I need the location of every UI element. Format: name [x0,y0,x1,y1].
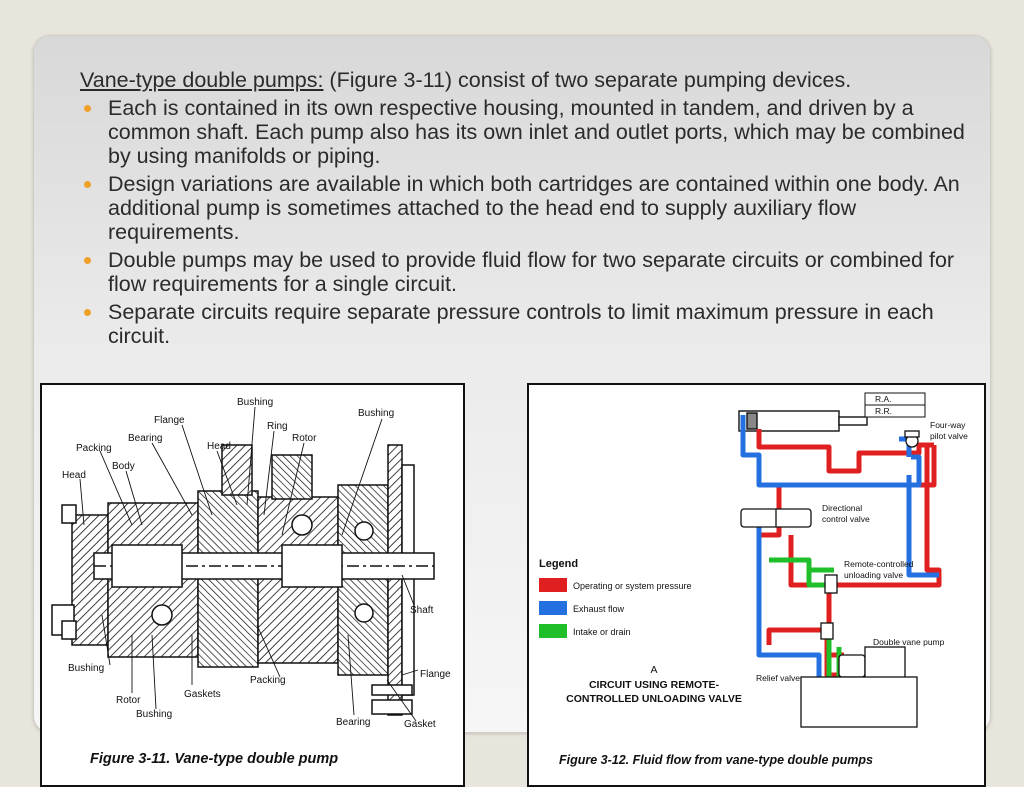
label-directional-1: Directional [822,503,862,513]
legend-label-exhaust: Exhaust flow [573,604,625,614]
label-bearing-bottom: Bearing [336,717,370,728]
label-packing-bottom: Packing [250,675,286,686]
label-body: Body [112,461,135,472]
label-packing-left: Packing [76,443,112,454]
legend-label-operating: Operating or system pressure [573,581,692,591]
circuit-label-line-2: CONTROLLED UNLOADING VALVE [566,693,742,705]
legend-label-intake: Intake or drain [573,627,631,637]
bullet-item: Separate circuits require separate press… [80,300,976,348]
label-head-left: Head [62,470,86,481]
slide-body: Vane-type double pumps: (Figure 3-11) co… [80,68,976,352]
label-directional-2: control valve [822,514,870,524]
label-remote-2: unloading valve [844,570,903,580]
label-rr: R.R. [875,406,892,416]
label-head-top: Head [207,441,231,452]
bullet-icon [84,105,91,112]
label-gaskets: Gaskets [184,689,221,700]
bullet-item: Double pumps may be used to provide flui… [80,248,976,296]
label-double-pump: Double vane pump [873,637,945,647]
pump-cross-section-drawing: Bushing Flange Ring Bushing Bearing Head… [51,397,451,730]
bullet-icon [84,257,91,264]
legend-title: Legend [539,558,578,570]
intro-paragraph: Vane-type double pumps: (Figure 3-11) co… [80,68,976,92]
bullet-icon [84,181,91,188]
figure-vane-double-pump: Bushing Flange Ring Bushing Bearing Head… [40,383,465,787]
label-rotor-top: Rotor [292,433,317,444]
label-gasket-bottom: Gasket [404,719,436,730]
label-bearing-top: Bearing [128,433,162,444]
intro-text: (Figure 3-11) consist of two separate pu… [323,68,852,92]
label-ra: R.A. [875,394,892,404]
figure-fluid-flow-circuit: R.A. R.R. Four-way pilot valve Direction… [527,383,986,787]
label-ring: Ring [267,421,288,432]
circuit-label-line-1: CIRCUIT USING REMOTE- [589,679,720,691]
intro-title: Vane-type double pumps: [80,68,324,92]
circuit-label-a: A [650,664,657,676]
label-four-way-2: pilot valve [930,431,968,441]
figure-caption: Figure 3-12. Fluid flow from vane-type d… [559,753,873,767]
bullet-item: Design variations are available in which… [80,172,976,244]
legend-swatch-intake [539,624,567,638]
bullet-item: Each is contained in its own respective … [80,96,976,168]
label-bushing-bottom-left: Bushing [68,663,104,674]
label-four-way-1: Four-way [930,420,966,430]
bullet-list: Each is contained in its own respective … [80,96,976,348]
label-rotor-bottom: Rotor [116,695,141,706]
label-bushing-bottom: Bushing [136,709,172,720]
label-bushing-right: Bushing [358,408,394,419]
figure-caption: Figure 3-11. Vane-type double pump [90,751,339,767]
label-bushing-top: Bushing [237,397,273,408]
hydraulic-circuit-diagram: R.A. R.R. Four-way pilot valve Direction… [539,392,968,728]
label-flange-right: Flange [420,669,451,680]
label-shaft: Shaft [410,605,434,616]
label-relief: Relief valve [756,673,800,683]
legend-swatch-exhaust [539,601,567,615]
legend-swatch-operating [539,578,567,592]
label-flange-top: Flange [154,415,185,426]
bullet-icon [84,309,91,316]
label-remote-1: Remote-controlled [844,559,914,569]
legend: Legend Operating or system pressure Exha… [539,558,692,638]
